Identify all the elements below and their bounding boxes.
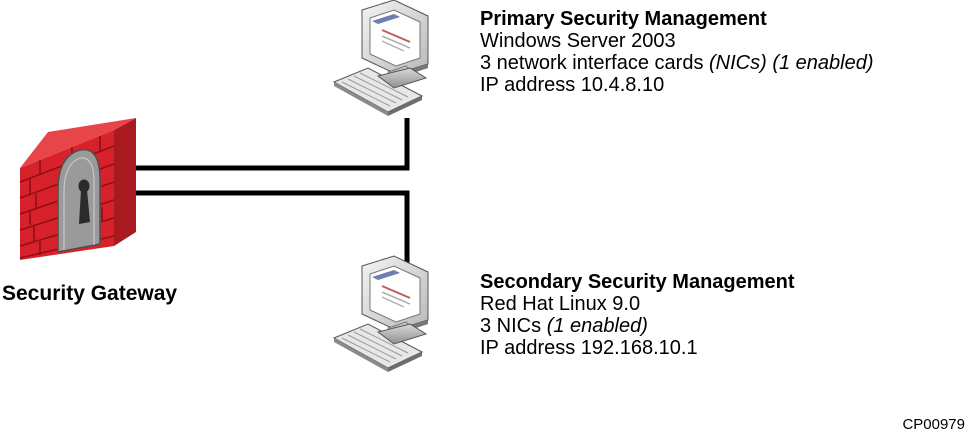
secondary-ip: IP address 192.168.10.1 xyxy=(480,337,698,359)
secondary-nics: 3 NICs (1 enabled) xyxy=(480,315,795,337)
secondary-title: Secondary Security Management xyxy=(480,271,795,293)
firewall-icon xyxy=(19,118,136,260)
computer-icon xyxy=(333,255,429,373)
primary-nics-text: 3 network interface cards xyxy=(480,52,709,74)
secondary-management-info: Secondary Security Management Red Hat Li… xyxy=(480,271,795,359)
primary-nics: 3 network interface cards (NICs) (1 enab… xyxy=(480,52,874,74)
primary-management-info: Primary Security Management Windows Serv… xyxy=(480,8,874,96)
secondary-nics-italic: (1 enabled) xyxy=(546,315,648,337)
primary-nics-italic: (NICs) (1 enabled) xyxy=(709,52,874,74)
figure-id: CP00979 xyxy=(902,416,965,433)
secondary-os: Red Hat Linux 9.0 xyxy=(480,293,641,315)
link-primary xyxy=(130,118,410,171)
primary-ip: IP address 10.4.8.10 xyxy=(480,74,665,96)
primary-title: Primary Security Management xyxy=(480,8,767,30)
secondary-nics-text: 3 NICs xyxy=(480,315,547,337)
computer-icon xyxy=(333,0,429,117)
primary-os: Windows Server 2003 xyxy=(480,30,676,52)
link-secondary xyxy=(130,190,410,288)
gateway-label: Security Gateway xyxy=(2,282,178,305)
